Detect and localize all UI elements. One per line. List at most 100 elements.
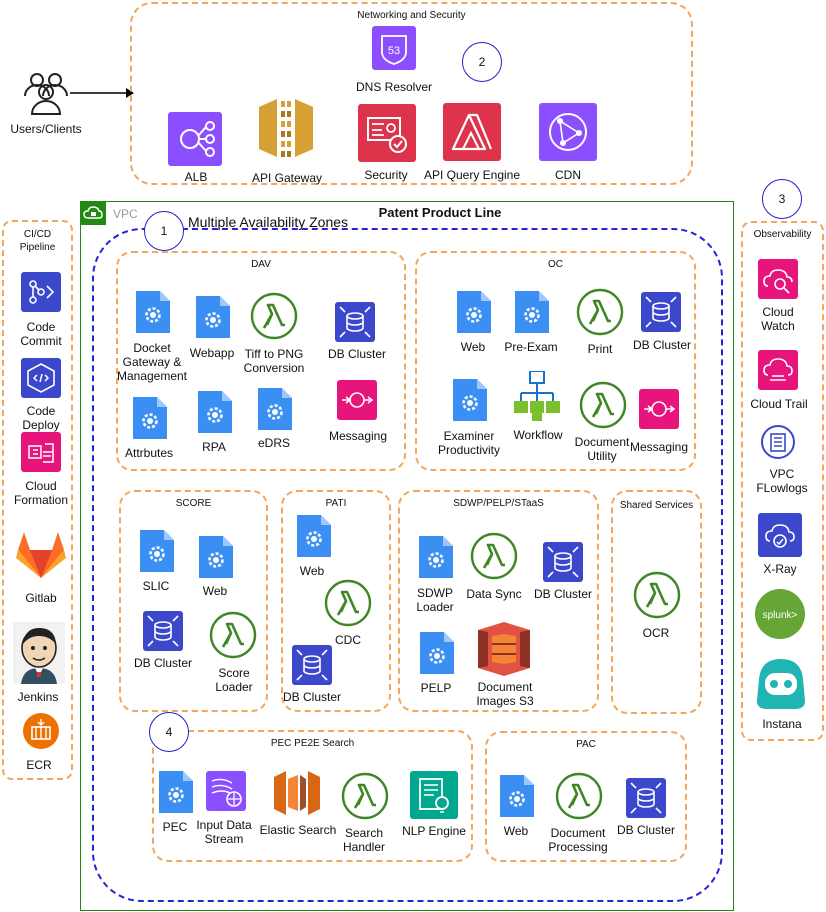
elastic-search-icon (272, 767, 322, 819)
sdwp-loader-label: SDWP Loader (416, 586, 454, 614)
search-handler-label: Search Handler (342, 826, 386, 854)
api-query-engine-icon (443, 103, 501, 161)
security-icon (358, 104, 416, 162)
sdwp-loader-icon (417, 536, 453, 578)
attributes-label: Attrbutes (124, 446, 174, 460)
input-data-stream-label: Input Data Stream (196, 818, 252, 846)
cloudwatch-icon (758, 259, 798, 299)
cdc-icon (324, 579, 372, 627)
dav-messaging-icon (337, 380, 377, 420)
vpc-label: VPC (113, 207, 138, 221)
cicd-pipeline-group (2, 220, 73, 780)
xray-label: X-Ray (763, 562, 797, 576)
instana-icon (755, 657, 807, 711)
gitlab-icon (14, 528, 68, 582)
edrs-label: eDRS (257, 436, 291, 450)
alb-label: ALB (184, 170, 208, 184)
oc-db-cluster-label: DB Cluster (632, 338, 692, 352)
pec-icon (157, 771, 193, 813)
vpc-cloud-icon (80, 201, 106, 225)
cloudwatch-label: Cloud Watch (761, 305, 795, 333)
document-images-s3-label: Document Images S3 (476, 680, 534, 708)
cloudformation-icon (21, 432, 61, 472)
pac-title: PAC (576, 739, 596, 750)
cloudtrail-icon (758, 350, 798, 390)
az-label: Multiple Availability Zones (188, 214, 349, 230)
shared-services-title: Shared Services (619, 500, 694, 511)
input-data-stream-icon (206, 771, 246, 811)
slic-icon (138, 530, 174, 572)
security-label: Security (364, 168, 408, 182)
search-handler-icon (341, 772, 389, 820)
users-arrow (70, 88, 134, 98)
dav-db-cluster-icon (335, 302, 375, 342)
score-group (119, 490, 268, 712)
pelp-label: PELP (420, 681, 452, 695)
networking-security-group (130, 2, 693, 185)
sdwp-db-cluster-icon (543, 542, 583, 582)
data-sync-icon (470, 532, 518, 580)
pati-group (281, 490, 391, 712)
pec-search-group (152, 730, 473, 862)
pec-title: PEC PE2E Search (270, 738, 355, 749)
sdwp-db-cluster-label: DB Cluster (533, 587, 593, 601)
score-web-label: Web (202, 584, 228, 598)
observability-title: Observability (753, 229, 812, 240)
sdwp-title: SDWP/PELP/STaaS (453, 498, 544, 509)
docket-gateway-icon (134, 291, 170, 333)
pati-title: PATI (325, 498, 347, 509)
webapp-icon (194, 296, 230, 338)
gitlab-label: Gitlab (25, 591, 57, 605)
code-deploy-label: Code Deploy (22, 404, 60, 432)
dns-resolver-label: DNS Resolver (355, 80, 433, 94)
dav-group (116, 251, 406, 471)
users-clients-icon (22, 68, 70, 116)
oc-group (415, 251, 696, 471)
score-title: SCORE (175, 498, 212, 509)
vpc-flowlogs-label: VPC FLowlogs (756, 467, 808, 495)
code-deploy-icon (21, 358, 61, 398)
document-processing-icon (555, 772, 603, 820)
xray-icon (758, 513, 802, 557)
pati-web-icon (295, 515, 331, 557)
docket-gateway-label: Docket Gateway & Management (116, 341, 188, 383)
print-label: Print (587, 342, 613, 356)
code-commit-icon (21, 272, 61, 312)
attributes-icon (131, 397, 167, 439)
workflow-label: Workflow (513, 428, 563, 442)
document-processing-label: Document Processing (548, 826, 608, 854)
alb-icon (168, 112, 222, 166)
cicd-title: CI/CD Pipeline (19, 229, 56, 253)
observability-group (741, 221, 824, 741)
api-query-engine-label: API Query Engine (423, 168, 521, 182)
cdc-label: CDC (335, 633, 361, 647)
s3-icon (474, 622, 534, 676)
pec-badge: 4 (149, 712, 189, 752)
elastic-search-label: Elastic Search (259, 823, 337, 837)
cloudformation-label: Cloud Formation (13, 479, 69, 507)
data-sync-label: Data Sync (466, 587, 522, 601)
pati-db-cluster-label: DB Cluster (282, 690, 342, 704)
print-icon (576, 288, 624, 336)
vpc-container (80, 201, 734, 911)
splunk-icon: splunk> (755, 589, 805, 639)
dns-resolver-icon: 53 (372, 26, 416, 70)
score-web-icon (197, 536, 233, 578)
score-loader-icon (209, 611, 257, 659)
pati-db-cluster-icon (292, 645, 332, 685)
nlp-engine-icon (410, 771, 458, 819)
oc-web-label: Web (460, 340, 486, 354)
cdn-label: CDN (555, 168, 581, 182)
observability-badge: 3 (762, 179, 802, 219)
code-commit-label: Code Commit (20, 320, 62, 348)
oc-db-cluster-icon (641, 292, 681, 332)
pac-web-label: Web (503, 824, 529, 838)
dav-title: DAV (251, 259, 271, 270)
pac-db-cluster-label: DB Cluster (616, 823, 676, 837)
sdwp-group (398, 490, 599, 712)
examiner-productivity-label: Examiner Productivity (437, 429, 501, 457)
score-db-cluster-label: DB Cluster (133, 656, 193, 670)
svg-text:53: 53 (388, 45, 400, 57)
api-gateway-label: API Gateway (251, 171, 323, 185)
oc-messaging-label: Messaging (629, 440, 689, 454)
